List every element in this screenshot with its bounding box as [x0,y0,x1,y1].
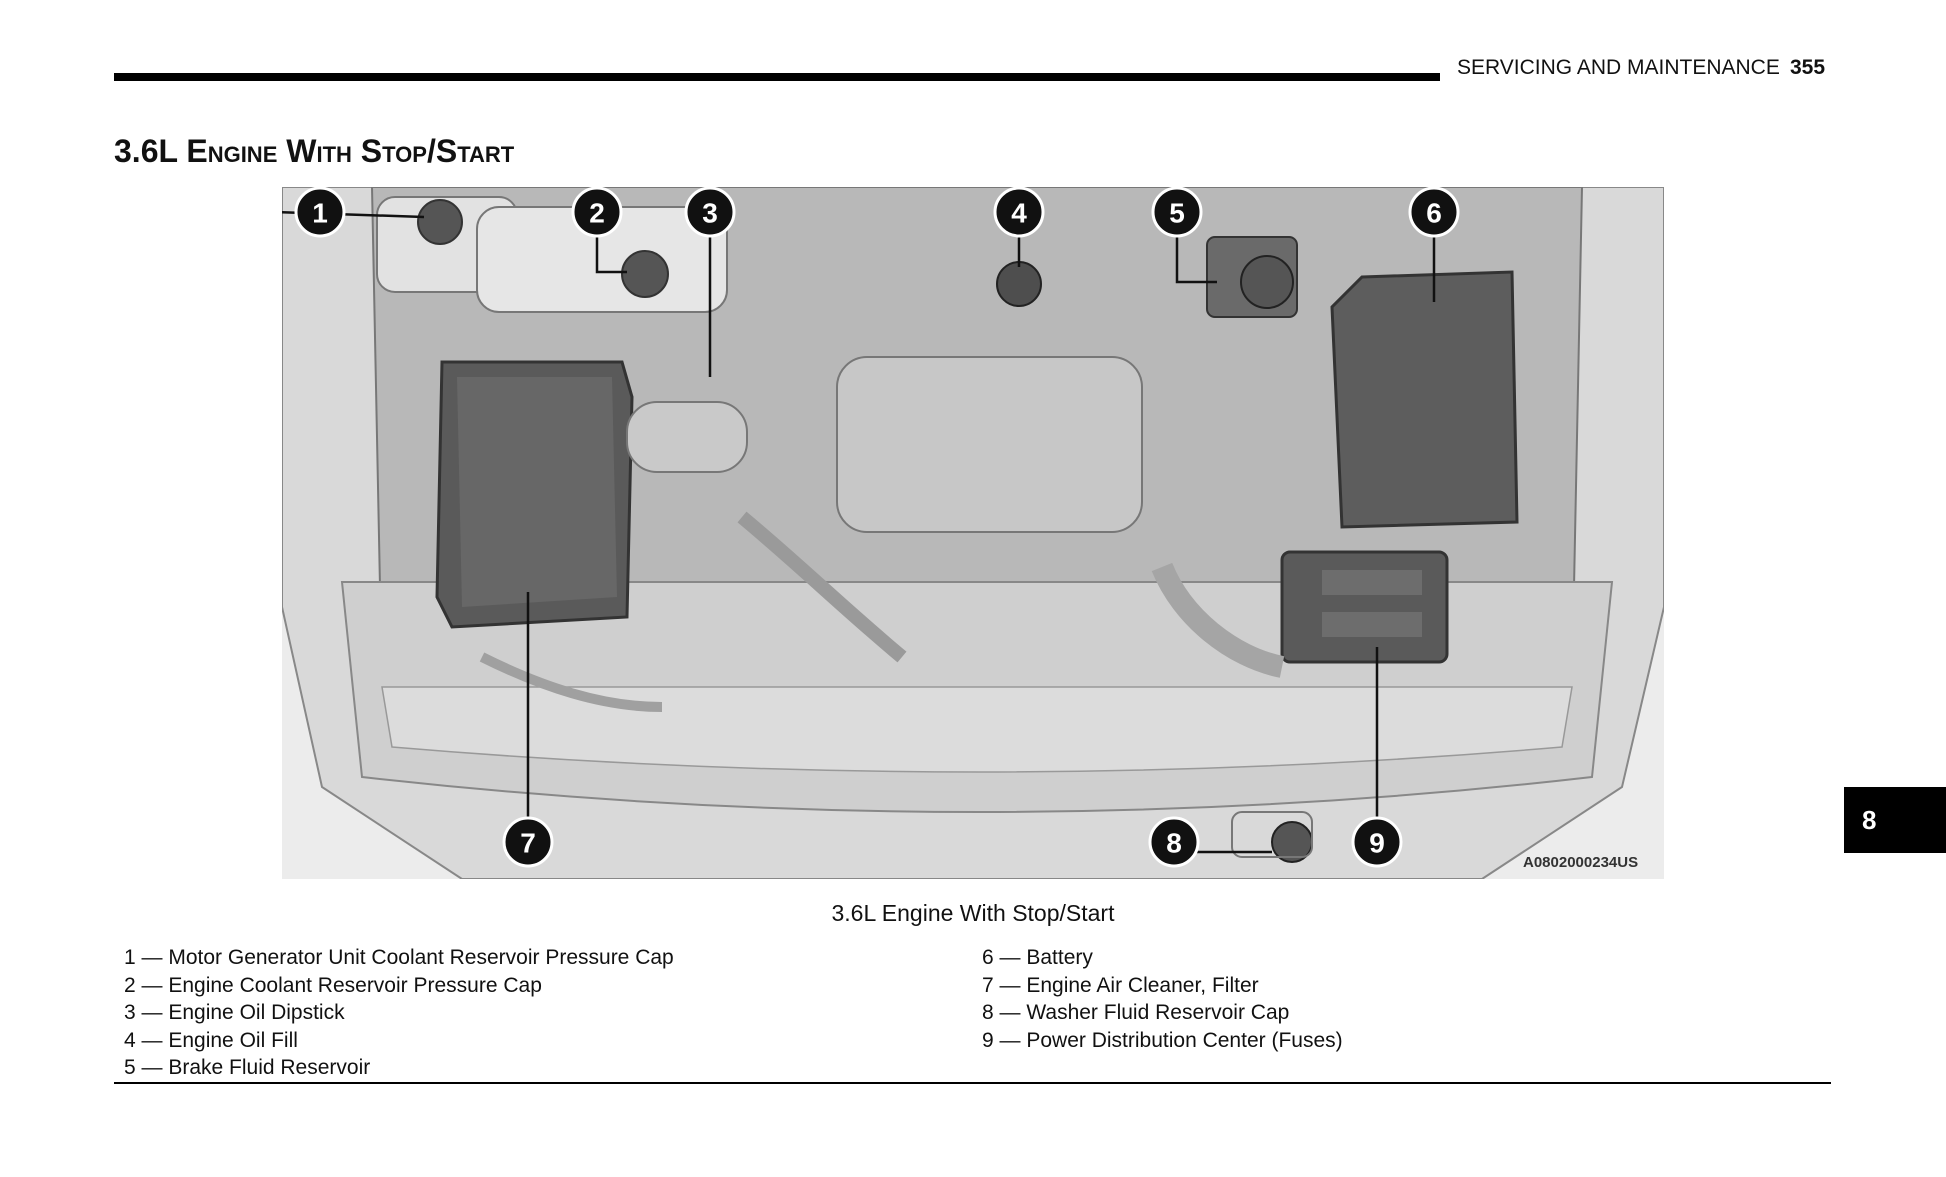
page-number: 355 [1790,56,1826,79]
legend-item: 3 — Engine Oil Dipstick [124,1001,345,1024]
callout-1: 1 [294,187,346,238]
legend-item: 8 — Washer Fluid Reservoir Cap [982,1001,1290,1024]
header-rule [114,73,1440,81]
callout-4: 4 [993,187,1045,238]
callout-7: 7 [502,816,554,868]
chapter-tab[interactable]: 8 [1844,787,1946,853]
legend-item: 2 — Engine Coolant Reservoir Pressure Ca… [124,973,542,997]
legend-left: 1 — Motor Generator Unit Coolant Reservo… [124,944,674,1082]
callout-8: 8 [1148,816,1200,868]
callout-2: 2 [571,187,623,238]
engine-compartment-illustration: 1 2 3 4 5 6 7 8 9 [282,187,1664,879]
legend-item: 4 — Engine Oil Fill [124,1028,298,1052]
legend-item: 9 — Power Distribution Center (Fuses) [982,1028,1343,1052]
svg-text:9: 9 [1369,828,1385,859]
legend-item: 6 — Battery [982,946,1093,969]
legend-item: 7 — Engine Air Cleaner, Filter [982,973,1259,997]
svg-text:7: 7 [520,828,536,859]
svg-text:8: 8 [1166,828,1182,859]
legend-right: 6 — Battery 7 — Engine Air Cleaner, Filt… [982,944,1343,1054]
svg-text:1: 1 [312,198,328,229]
svg-text:2: 2 [589,198,605,229]
legend-item: 5 — Brake Fluid Reservoir [124,1056,371,1079]
page-title: 3.6L Engine With Stop/Start [114,133,515,169]
svg-text:5: 5 [1169,198,1185,229]
figure-caption: 3.6L Engine With Stop/Start [831,900,1115,926]
svg-text:6: 6 [1426,198,1442,229]
svg-text:4: 4 [1011,198,1027,229]
bottom-rule [114,1082,1831,1084]
legend-item: 1 — Motor Generator Unit Coolant Reservo… [124,946,674,969]
callout-5: 5 [1151,187,1203,238]
svg-text:3: 3 [702,198,718,229]
figure-id: A0802000234US [1523,854,1639,871]
callout-6: 6 [1408,187,1460,238]
section-header: SERVICING AND MAINTENANCE [1457,56,1780,79]
callout-9: 9 [1351,816,1403,868]
callout-3: 3 [684,187,736,238]
